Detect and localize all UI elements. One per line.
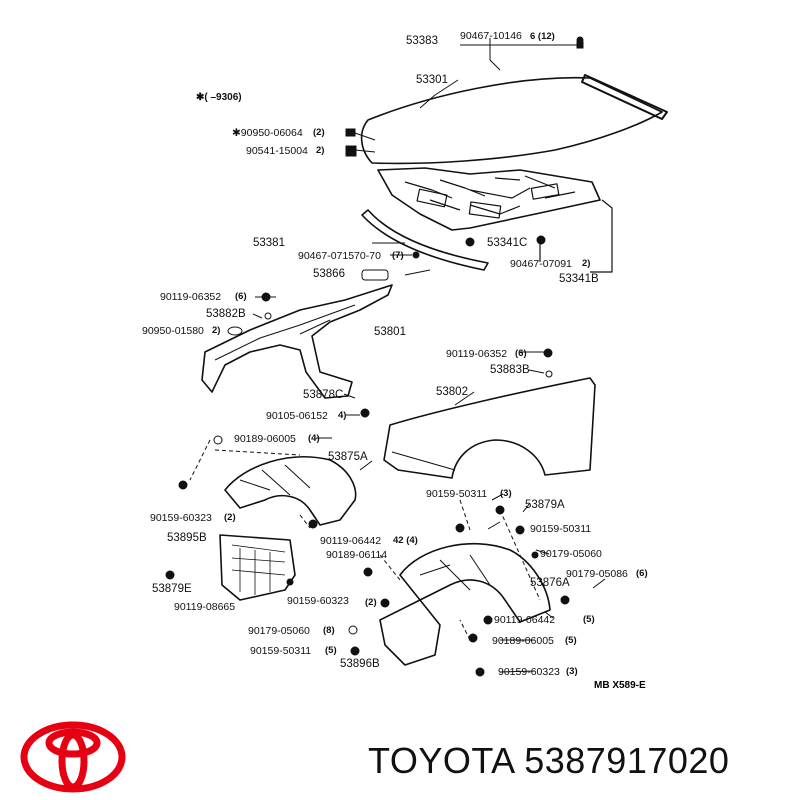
quantity-label: (3) — [566, 666, 578, 677]
part-label[interactable]: 90119-06352 — [160, 291, 222, 303]
part-label[interactable]: 53383 — [406, 35, 438, 47]
quantity-label: 6 (12) — [530, 31, 555, 42]
liner-front-right — [399, 542, 551, 623]
quantity-label: (6) — [636, 568, 648, 579]
part-label[interactable]: 90159-60323 — [498, 666, 560, 678]
part-label[interactable]: 90159-50311 — [426, 488, 488, 500]
splash-shield-right — [379, 599, 441, 666]
part-label[interactable]: 90541-15004 — [246, 145, 308, 157]
quantity-label: (6) — [515, 348, 527, 359]
hood-inner-frame — [377, 167, 601, 231]
part-label[interactable]: 90179-05060 — [248, 625, 310, 637]
quantity-label: (8) — [323, 625, 335, 636]
quantity-label: (3) — [500, 488, 512, 499]
quantity-label: (4) — [308, 433, 320, 444]
legend-note: ✱( –9306) — [196, 92, 242, 103]
part-label[interactable]: 53301 — [416, 74, 448, 86]
part-label[interactable]: 53341C — [487, 237, 528, 249]
part-label[interactable]: 53879A — [525, 499, 565, 511]
part-label[interactable]: 90119-06442 — [494, 614, 556, 626]
part-label[interactable]: 90119-06442 — [320, 535, 382, 547]
part-label[interactable]: 53879E — [152, 583, 192, 595]
part-label[interactable]: 90189-06005 — [234, 433, 296, 445]
part-label[interactable]: 90467-07091 — [510, 258, 572, 270]
part-label[interactable]: 90159-60323 — [287, 595, 349, 607]
quantity-label: (6) — [235, 291, 247, 302]
fender-left — [201, 284, 393, 399]
quantity-label: 4) — [338, 410, 347, 421]
part-label[interactable]: 53875A — [328, 451, 368, 463]
part-label[interactable]: 53341B — [559, 273, 599, 285]
part-label[interactable]: 90159-50311 — [250, 645, 312, 657]
part-label[interactable]: 53801 — [374, 326, 406, 338]
quantity-label: (2) — [313, 127, 325, 138]
quantity-label: (2) — [224, 512, 236, 523]
part-label[interactable]: 90179-05086 — [566, 568, 628, 580]
part-label[interactable]: 53802 — [436, 386, 468, 398]
part-label[interactable]: 90467-071570-70 — [298, 250, 381, 262]
part-label[interactable]: 53876A — [530, 577, 570, 589]
part-label[interactable]: 53896B — [340, 658, 380, 670]
splash-shield-left — [219, 534, 296, 601]
liner-front-left — [224, 456, 357, 526]
toyota-logo-icon — [20, 721, 126, 793]
part-label[interactable]: 53883B — [490, 364, 530, 376]
part-label[interactable]: 90119-06352 — [446, 348, 508, 360]
part-label[interactable]: 53878C — [303, 389, 344, 401]
brand-partnumber: TOYOTA 5387917020 — [368, 740, 729, 782]
quantity-label: 2) — [582, 258, 591, 269]
part-label[interactable]: 90159-50311 — [530, 523, 592, 535]
fender-right — [383, 377, 596, 479]
hood-seal — [361, 209, 489, 271]
quantity-label: (7) — [392, 250, 404, 261]
quantity-label: 2) — [212, 325, 221, 336]
part-label[interactable]: 90179-05060 — [540, 548, 602, 560]
brand-name: TOYOTA — [368, 740, 514, 781]
quantity-label: (5) — [325, 645, 337, 656]
part-label[interactable]: 90467-10146 — [460, 30, 522, 42]
part-label[interactable]: 53381 — [253, 237, 285, 249]
quantity-label: 2) — [316, 145, 325, 156]
part-label[interactable]: 53882B — [206, 308, 246, 320]
part-label[interactable]: 53866 — [313, 268, 345, 280]
part-label[interactable]: 90159-60323 — [150, 512, 212, 524]
quantity-label: (5) — [565, 635, 577, 646]
hood-panel — [360, 76, 663, 165]
hood-weatherstrip — [581, 74, 668, 120]
part-label[interactable]: 90189-06114 — [326, 549, 388, 561]
diagram-code: MB X589-E — [594, 680, 646, 691]
part-label[interactable]: ✱90950-06064 — [232, 127, 303, 139]
part-label[interactable]: 90119-08665 — [174, 601, 236, 613]
quantity-label: 42 (4) — [393, 535, 418, 546]
part-label[interactable]: 53895B — [167, 532, 207, 544]
quantity-label: (5) — [583, 614, 595, 625]
part-label[interactable]: 90105-06152 — [266, 410, 328, 422]
part-number: 5387917020 — [524, 740, 730, 781]
quantity-label: (2) — [365, 597, 377, 608]
part-label[interactable]: 90950-01580 — [142, 325, 204, 337]
part-label[interactable]: 90189-06005 — [492, 635, 554, 647]
